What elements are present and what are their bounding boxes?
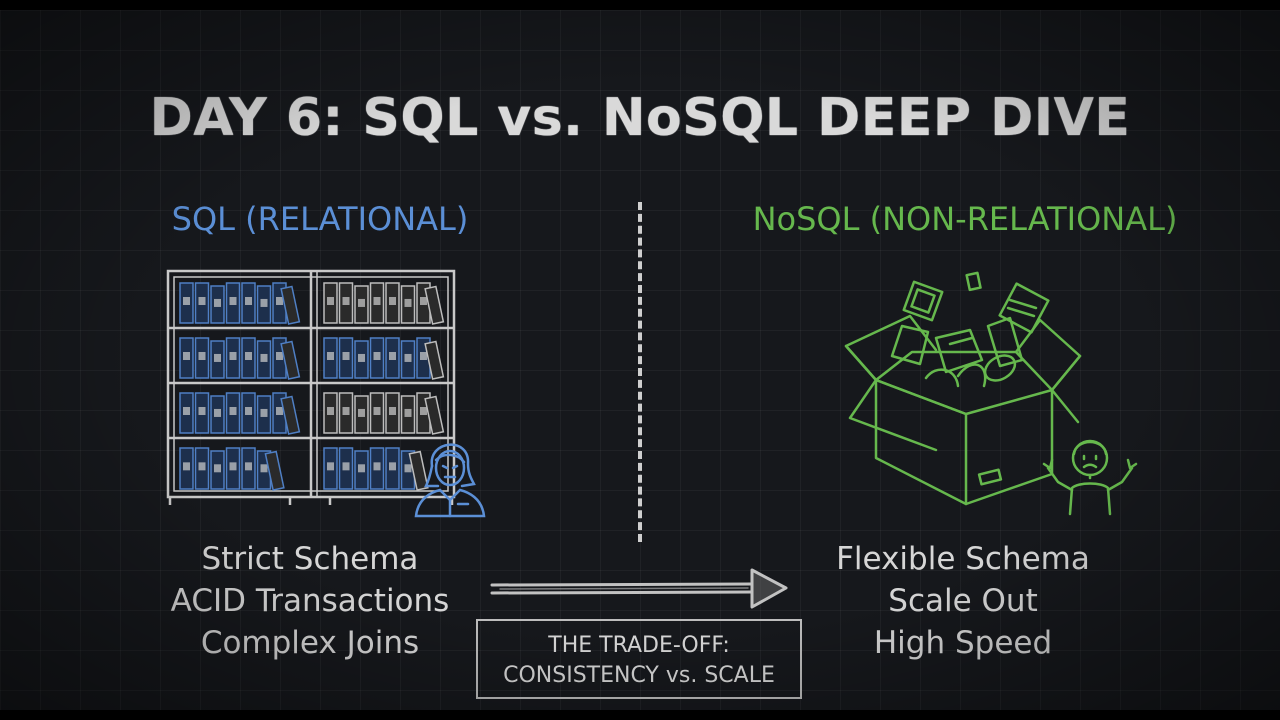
- book-label: [404, 353, 412, 362]
- book-label: [245, 352, 252, 360]
- book-spine-leaning: [424, 340, 445, 380]
- book-label: [214, 298, 221, 307]
- book-label: [183, 352, 190, 360]
- book-spine-leaning: [280, 340, 301, 380]
- book-label: [245, 462, 252, 471]
- book-label: [260, 464, 268, 473]
- book-label: [358, 408, 365, 417]
- nosql-heading: NoSQL (NON-RELATIONAL): [752, 200, 1178, 238]
- book-label: [389, 352, 396, 360]
- book-label: [358, 353, 365, 362]
- slide: DAY 6: SQL vs. NoSQL DEEP DIVE SQL (RELA…: [0, 10, 1280, 710]
- book-label: [327, 407, 334, 415]
- book-label: [260, 408, 268, 417]
- nosql-feature-scale-out: Scale Out: [888, 583, 1038, 619]
- book-spine-leaning: [280, 395, 301, 435]
- book-label: [260, 353, 268, 362]
- nosql-feature-flexible-schema: Flexible Schema: [836, 541, 1090, 577]
- book-label: [389, 297, 396, 305]
- book-label: [373, 462, 381, 471]
- sql-feature-strict-schema: Strict Schema: [201, 541, 419, 577]
- book-label: [327, 462, 334, 471]
- bookshelf-icon: [166, 269, 456, 505]
- book-spine-leaning: [424, 285, 445, 325]
- slide-title: DAY 6: SQL vs. NoSQL DEEP DIVE: [149, 88, 1131, 148]
- book-label: [214, 464, 221, 473]
- book-label: [276, 407, 283, 415]
- book-label: [229, 407, 237, 415]
- sql-features-list: Strict Schema ACID Transactions Complex …: [110, 538, 510, 664]
- shrugging-person-icon: [1042, 439, 1138, 516]
- book-label: [229, 297, 237, 305]
- tradeoff-box: THE TRADE-OFF: CONSISTENCY vs. SCALE: [476, 619, 802, 699]
- book-label: [276, 297, 283, 305]
- book-label: [327, 352, 334, 360]
- book-label: [420, 297, 427, 305]
- book-label: [327, 297, 334, 305]
- librarian-icon: [414, 443, 486, 518]
- book-label: [198, 352, 206, 360]
- book-label: [404, 298, 412, 307]
- book-label: [245, 407, 252, 415]
- tradeoff-line-2: CONSISTENCY vs. SCALE: [503, 663, 775, 688]
- book-label: [342, 462, 350, 471]
- nosql-feature-high-speed: High Speed: [873, 625, 1053, 661]
- sql-feature-acid-transactions: ACID Transactions: [170, 583, 450, 619]
- book-label: [183, 407, 190, 415]
- sql-heading: SQL (RELATIONAL): [171, 200, 469, 238]
- right-arrow-icon: [490, 568, 788, 609]
- book-label: [342, 407, 350, 415]
- book-label: [198, 462, 206, 471]
- book-label: [183, 462, 190, 471]
- nosql-features-list: Flexible Schema Scale Out High Speed: [763, 538, 1163, 664]
- book-label: [404, 408, 412, 417]
- book-label: [373, 352, 381, 360]
- book-label: [245, 297, 252, 305]
- book-label: [229, 462, 237, 471]
- book-label: [389, 462, 396, 471]
- tradeoff-line-1: THE TRADE-OFF:: [548, 633, 730, 658]
- book-spine-leaning: [264, 450, 285, 491]
- book-label: [358, 464, 365, 473]
- book-label: [373, 407, 381, 415]
- book-label: [342, 297, 350, 305]
- book-label: [183, 297, 190, 305]
- book-label: [420, 407, 427, 415]
- book-label: [420, 352, 427, 360]
- book-label: [358, 298, 365, 307]
- book-label: [342, 352, 350, 360]
- book-spine-leaning: [408, 450, 429, 491]
- sql-feature-complex-joins: Complex Joins: [200, 625, 420, 661]
- book-label: [260, 298, 268, 307]
- book-label: [214, 408, 221, 417]
- book-label: [198, 407, 206, 415]
- box-icon: [844, 271, 1082, 506]
- book-label: [198, 297, 206, 305]
- book-spine-leaning: [424, 395, 445, 435]
- book-spine-leaning: [280, 285, 301, 325]
- center-divider: [638, 202, 642, 542]
- book-label: [389, 407, 396, 415]
- book-label: [229, 352, 237, 360]
- book-label: [276, 352, 283, 360]
- book-label: [404, 464, 412, 473]
- book-label: [214, 353, 221, 362]
- book-label: [373, 297, 381, 305]
